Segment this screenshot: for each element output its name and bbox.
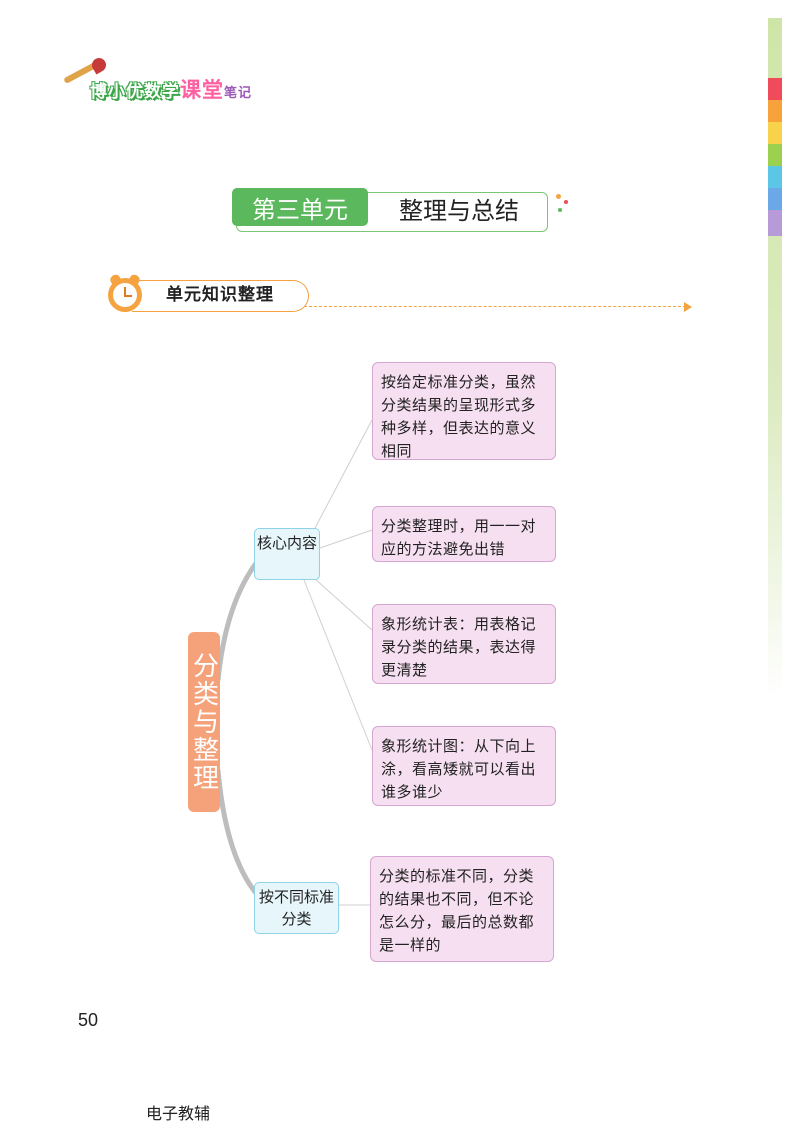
header-logo: 博小优数学课堂笔记 [62, 55, 312, 108]
mindmap-branch: 按不同标准分类 [254, 882, 339, 934]
side-color-tab-purple [768, 210, 782, 236]
side-color-tab-red [768, 78, 782, 100]
mindmap-leaf: 分类整理时，用一一对应的方法避免出错 [372, 506, 556, 562]
side-color-tab-yellow [768, 122, 782, 144]
section-title: 单元知识整理 [166, 285, 274, 305]
logo-part3: 笔记 [224, 86, 253, 101]
logo-part1: 博小优数学 [90, 82, 180, 102]
side-color-tab-blue [768, 188, 782, 210]
side-color-tab-green [768, 144, 782, 166]
mindmap-leaf-text: 象形统计图：从下向上涂，看高矮就可以看出谁多谁少 [381, 737, 537, 801]
mindmap-root-label: 分类与整理 [188, 652, 219, 792]
side-color-tab-cyan [768, 166, 782, 188]
mindmap-leaf-text: 分类整理时，用一一对应的方法避免出错 [381, 517, 537, 558]
mindmap-leaf: 象形统计图：从下向上涂，看高矮就可以看出谁多谁少 [372, 726, 556, 806]
alarm-clock-icon [108, 273, 142, 312]
mindmap-leaf-text: 按给定标准分类，虽然分类结果的呈现形式多种多样，但表达的意义相同 [381, 373, 537, 460]
unit-title-banner: 第三单元 整理与总结 [232, 188, 548, 232]
unit-number: 第三单元 [232, 188, 368, 226]
mindmap-leaf: 分类的标准不同，分类的结果也不同，但不论怎么分，最后的总数都是一样的 [370, 856, 554, 962]
decor-dot [564, 200, 568, 204]
mindmap-leaf: 象形统计表：用表格记录分类的结果，表达得更清楚 [372, 604, 556, 684]
connector-branch1-leaf1 [313, 419, 373, 531]
mindmap-branch: 核心内容 [254, 528, 320, 580]
connector-branch1-leaf3 [313, 577, 373, 631]
clock-hand [124, 295, 132, 297]
section-header: 单元知识整理 [108, 273, 698, 316]
dashed-line [304, 306, 686, 307]
connector-root-branch2 [215, 769, 262, 900]
footer-label: 电子教辅 [146, 1104, 211, 1123]
side-color-tab-orange [768, 100, 782, 122]
page-number: 50 [78, 1010, 99, 1030]
connector-branch1-leaf4 [303, 579, 373, 751]
mindmap-root: 分类与整理 [188, 632, 220, 812]
unit-title: 整理与总结 [399, 197, 519, 225]
mindmap-leaf-text: 分类的标准不同，分类的结果也不同，但不论怎么分，最后的总数都是一样的 [379, 867, 535, 954]
mindmap-branch-label: 按不同标准分类 [258, 888, 334, 928]
mindmap-leaf: 按给定标准分类，虽然分类结果的呈现形式多种多样，但表达的意义相同 [372, 362, 556, 460]
decor-dot [558, 208, 562, 212]
section-pill [132, 280, 309, 312]
connector-branch1-leaf2 [319, 529, 373, 549]
connector-root-branch1 [215, 556, 262, 681]
mindmap-branch-label: 核心内容 [257, 534, 318, 552]
arrow-right-icon [684, 302, 692, 312]
mindmap-leaf-text: 象形统计表：用表格记录分类的结果，表达得更清楚 [381, 615, 537, 679]
decor-dot [556, 194, 561, 199]
clock-hand [124, 287, 126, 296]
logo-text: 博小优数学课堂笔记 [90, 74, 252, 104]
logo-part2: 课堂 [180, 78, 224, 102]
